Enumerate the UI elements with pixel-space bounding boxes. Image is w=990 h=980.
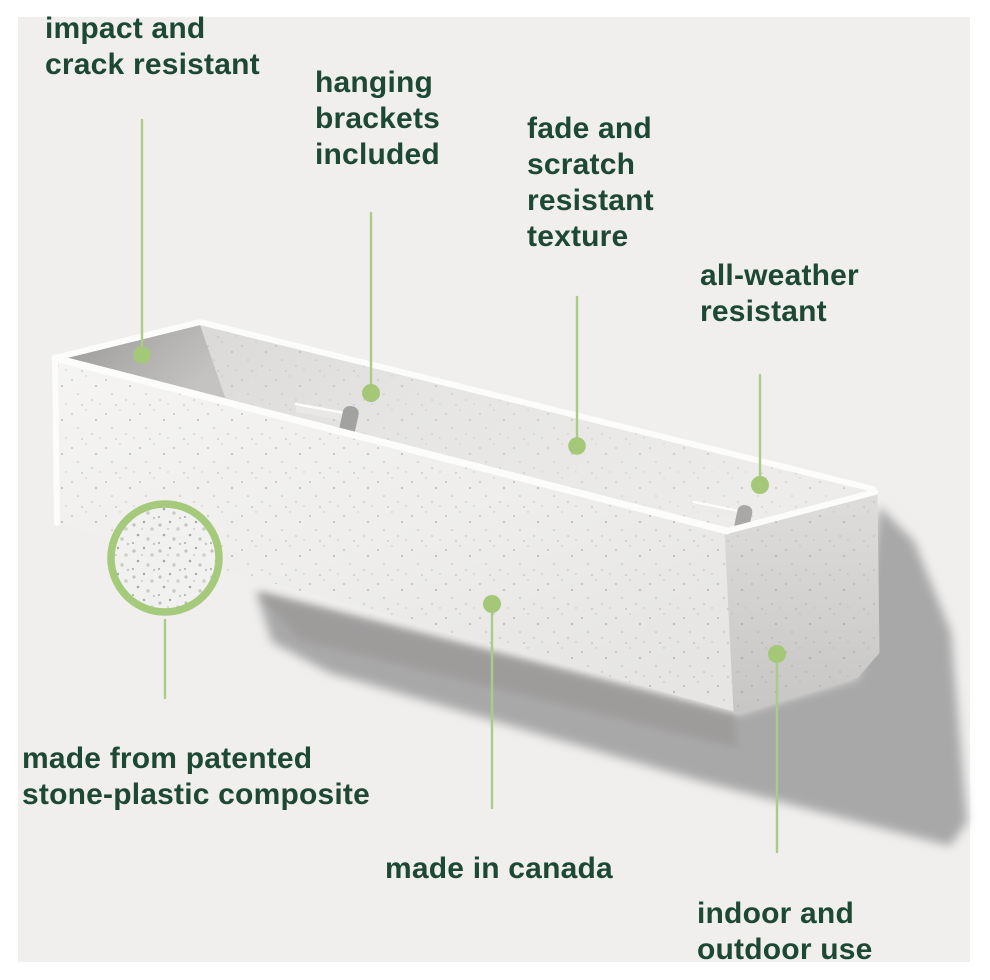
callout-label-stone-plastic: made from patented stone-plastic composi… xyxy=(22,742,371,811)
callout-label-all-weather: all-weather resistant xyxy=(700,259,859,328)
callout-dot-made-in-canada xyxy=(483,595,501,613)
callout-label-made-in-canada: made in canada xyxy=(385,852,613,885)
callout-lines xyxy=(140,118,779,854)
rim-highlight xyxy=(51,319,878,535)
callout-dots xyxy=(133,346,786,663)
callout-dot-hanging-brackets xyxy=(362,384,380,402)
product-contact-shadow xyxy=(258,593,737,748)
callout-label-fade-scratch: fade and scratch resistant texture xyxy=(527,112,654,253)
planter-front-face xyxy=(55,358,736,712)
callout-label-hanging-brackets: hanging brackets included xyxy=(315,66,441,171)
callout-dot-fade-scratch xyxy=(568,437,586,455)
callout-dot-indoor-outdoor xyxy=(768,645,786,663)
callout-label-indoor-outdoor: indoor and outdoor use xyxy=(697,897,873,966)
hanging-bracket-left xyxy=(294,402,359,437)
callout-label-impact-crack: impact and crack resistant xyxy=(45,12,260,81)
product-shadow xyxy=(256,506,967,846)
texture-magnifier xyxy=(107,500,223,616)
planter-right-face xyxy=(724,489,880,715)
callout-dot-impact-crack xyxy=(133,346,151,364)
callout-dot-all-weather xyxy=(751,476,769,494)
